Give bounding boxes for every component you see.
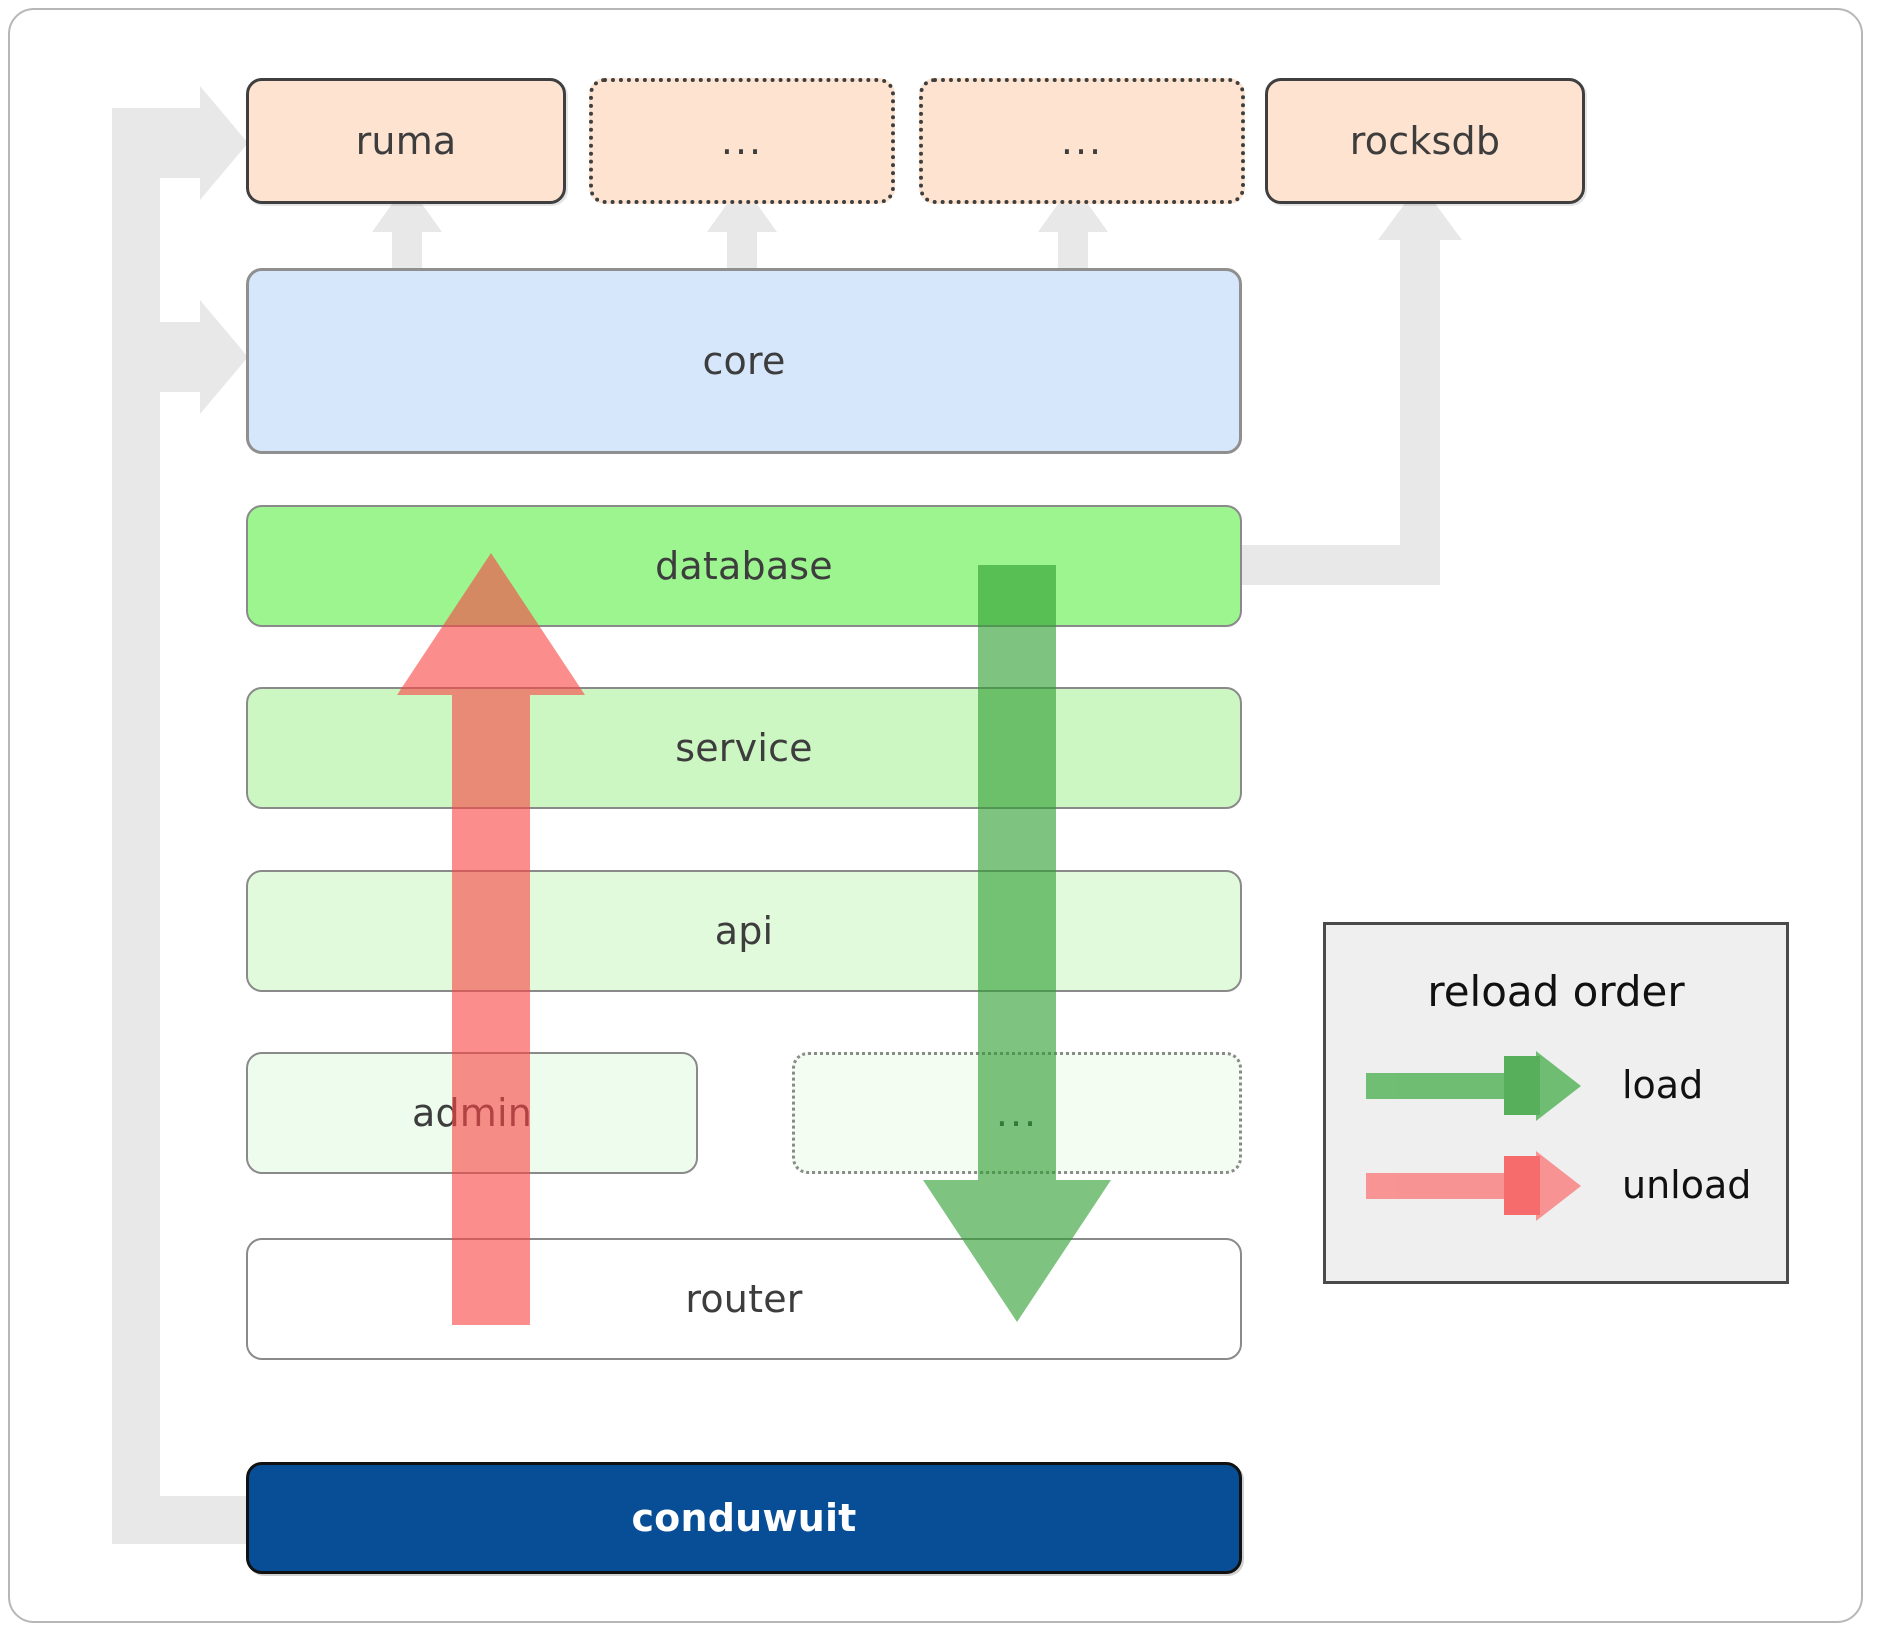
layer-label: router — [685, 1277, 803, 1321]
layer-label: api — [714, 909, 774, 953]
core-label: core — [702, 339, 786, 383]
root-label: conduwuit — [631, 1496, 857, 1540]
layer-box-router[interactable]: router — [246, 1238, 1242, 1360]
dependency-label: ... — [720, 119, 764, 163]
dependency-box-placeholder-1[interactable]: ... — [589, 78, 895, 204]
layer-box-service[interactable]: service — [246, 687, 1242, 809]
dependency-label: ruma — [355, 119, 457, 163]
layer-box-database[interactable]: database — [246, 505, 1242, 627]
legend-swatch-load — [1366, 1051, 1581, 1121]
layer-label: service — [675, 726, 813, 770]
legend-arrow-swatches — [1366, 1051, 1581, 1221]
unload-arrow — [397, 553, 585, 1325]
load-arrow — [923, 565, 1111, 1322]
dependency-label: ... — [1060, 119, 1104, 163]
legend-title: reload order — [1427, 967, 1685, 1016]
legend-label-load: load — [1622, 1063, 1704, 1107]
dependency-box-placeholder-2[interactable]: ... — [919, 78, 1245, 204]
core-box[interactable]: core — [246, 268, 1242, 454]
legend-panel: reload order load unload — [1323, 922, 1789, 1284]
layer-box-api[interactable]: api — [246, 870, 1242, 992]
legend-swatch-unload — [1366, 1151, 1581, 1221]
dependency-box-ruma[interactable]: ruma — [246, 78, 566, 204]
dependency-label: rocksdb — [1349, 119, 1501, 163]
layer-label: database — [655, 544, 833, 588]
root-box-conduwuit[interactable]: conduwuit — [246, 1462, 1242, 1574]
dependency-box-rocksdb[interactable]: rocksdb — [1265, 78, 1585, 204]
legend-label-unload: unload — [1622, 1163, 1752, 1207]
